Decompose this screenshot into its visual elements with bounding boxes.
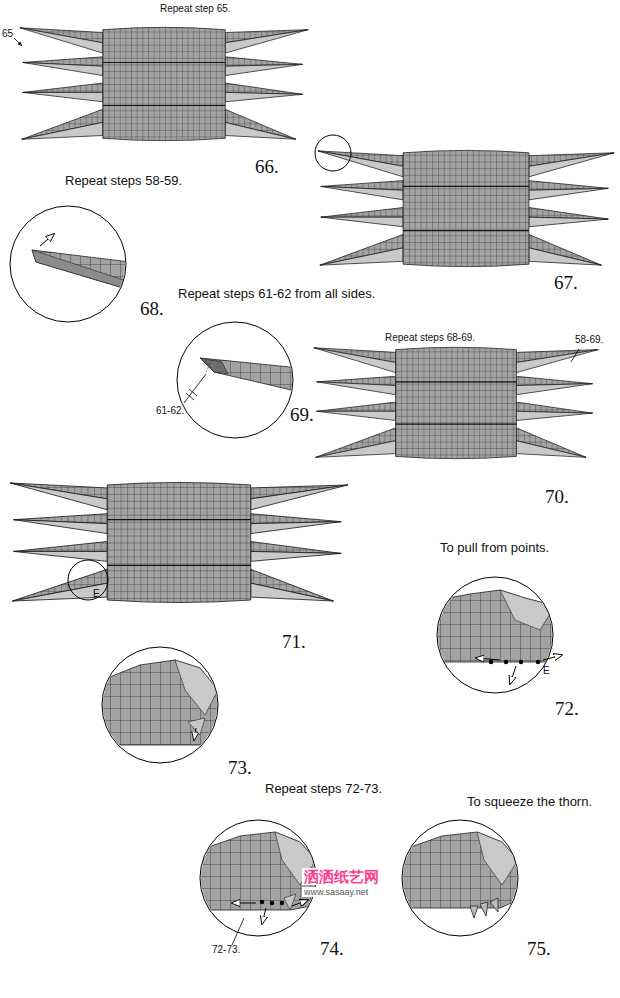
detail-circle: [102, 647, 218, 763]
step-number: 72.: [555, 698, 579, 720]
detail-figure: [200, 358, 300, 392]
step-number: 66.: [255, 156, 279, 178]
step-instruction: To squeeze the thorn.: [467, 795, 592, 810]
detail-circle: [68, 560, 108, 600]
pull-arrows: [476, 655, 562, 684]
step-number: 74.: [320, 938, 344, 960]
detail-circle: [177, 322, 293, 438]
watermark: 洒洒纸艺网: [302, 868, 381, 885]
model-figure: [318, 150, 614, 266]
leader-line: [232, 918, 244, 945]
model-figure: [20, 27, 308, 140]
leader-line: [184, 374, 206, 403]
step-number: 75.: [527, 938, 551, 960]
step-instruction: Repeat steps 58-59.: [65, 174, 182, 189]
callout-number: 58-69.: [575, 334, 603, 346]
detail-circle: [402, 820, 518, 936]
step-instruction: Repeat step 65.: [160, 3, 231, 15]
detail-circle: [315, 135, 351, 171]
detail-circle: [200, 820, 316, 936]
step-instruction: To pull from points.: [440, 541, 549, 556]
detail-figure: [102, 660, 218, 745]
fold-arrow: [194, 728, 196, 740]
point-letter: E: [93, 588, 100, 600]
callout-number: 72-73.: [212, 944, 240, 956]
detail-figure: [32, 250, 130, 290]
step-number: 67.: [554, 272, 578, 294]
leader-line: [14, 38, 22, 46]
detail-figure: [437, 590, 555, 662]
step-instruction: Repeat steps 61-62 from all sides.: [178, 287, 375, 302]
fold-arrow: [40, 234, 54, 246]
step-number: 73.: [228, 757, 252, 779]
step-number: 68.: [140, 298, 164, 320]
detail-figure: [200, 832, 316, 910]
step-number: 70.: [545, 486, 569, 508]
model-figure: [314, 347, 598, 458]
step-number: 69.: [290, 404, 314, 426]
watermark: www.sasaay.net: [302, 887, 370, 897]
pull-arrows: [232, 900, 308, 945]
detail-circle: [437, 577, 553, 693]
callout-number: 61-62.: [156, 405, 184, 417]
step-instruction: Repeat steps 72-73.: [265, 782, 382, 797]
detail-circle: [10, 206, 126, 322]
repeat-mark: [186, 389, 197, 400]
point-letter: E: [543, 665, 550, 677]
model-figure: [10, 482, 348, 602]
detail-figure: [402, 832, 518, 918]
leader-line: [571, 349, 579, 362]
step-instruction: Repeat steps 68-69.: [385, 332, 475, 344]
callout-number: 65: [2, 28, 13, 40]
step-number: 71.: [282, 631, 306, 653]
